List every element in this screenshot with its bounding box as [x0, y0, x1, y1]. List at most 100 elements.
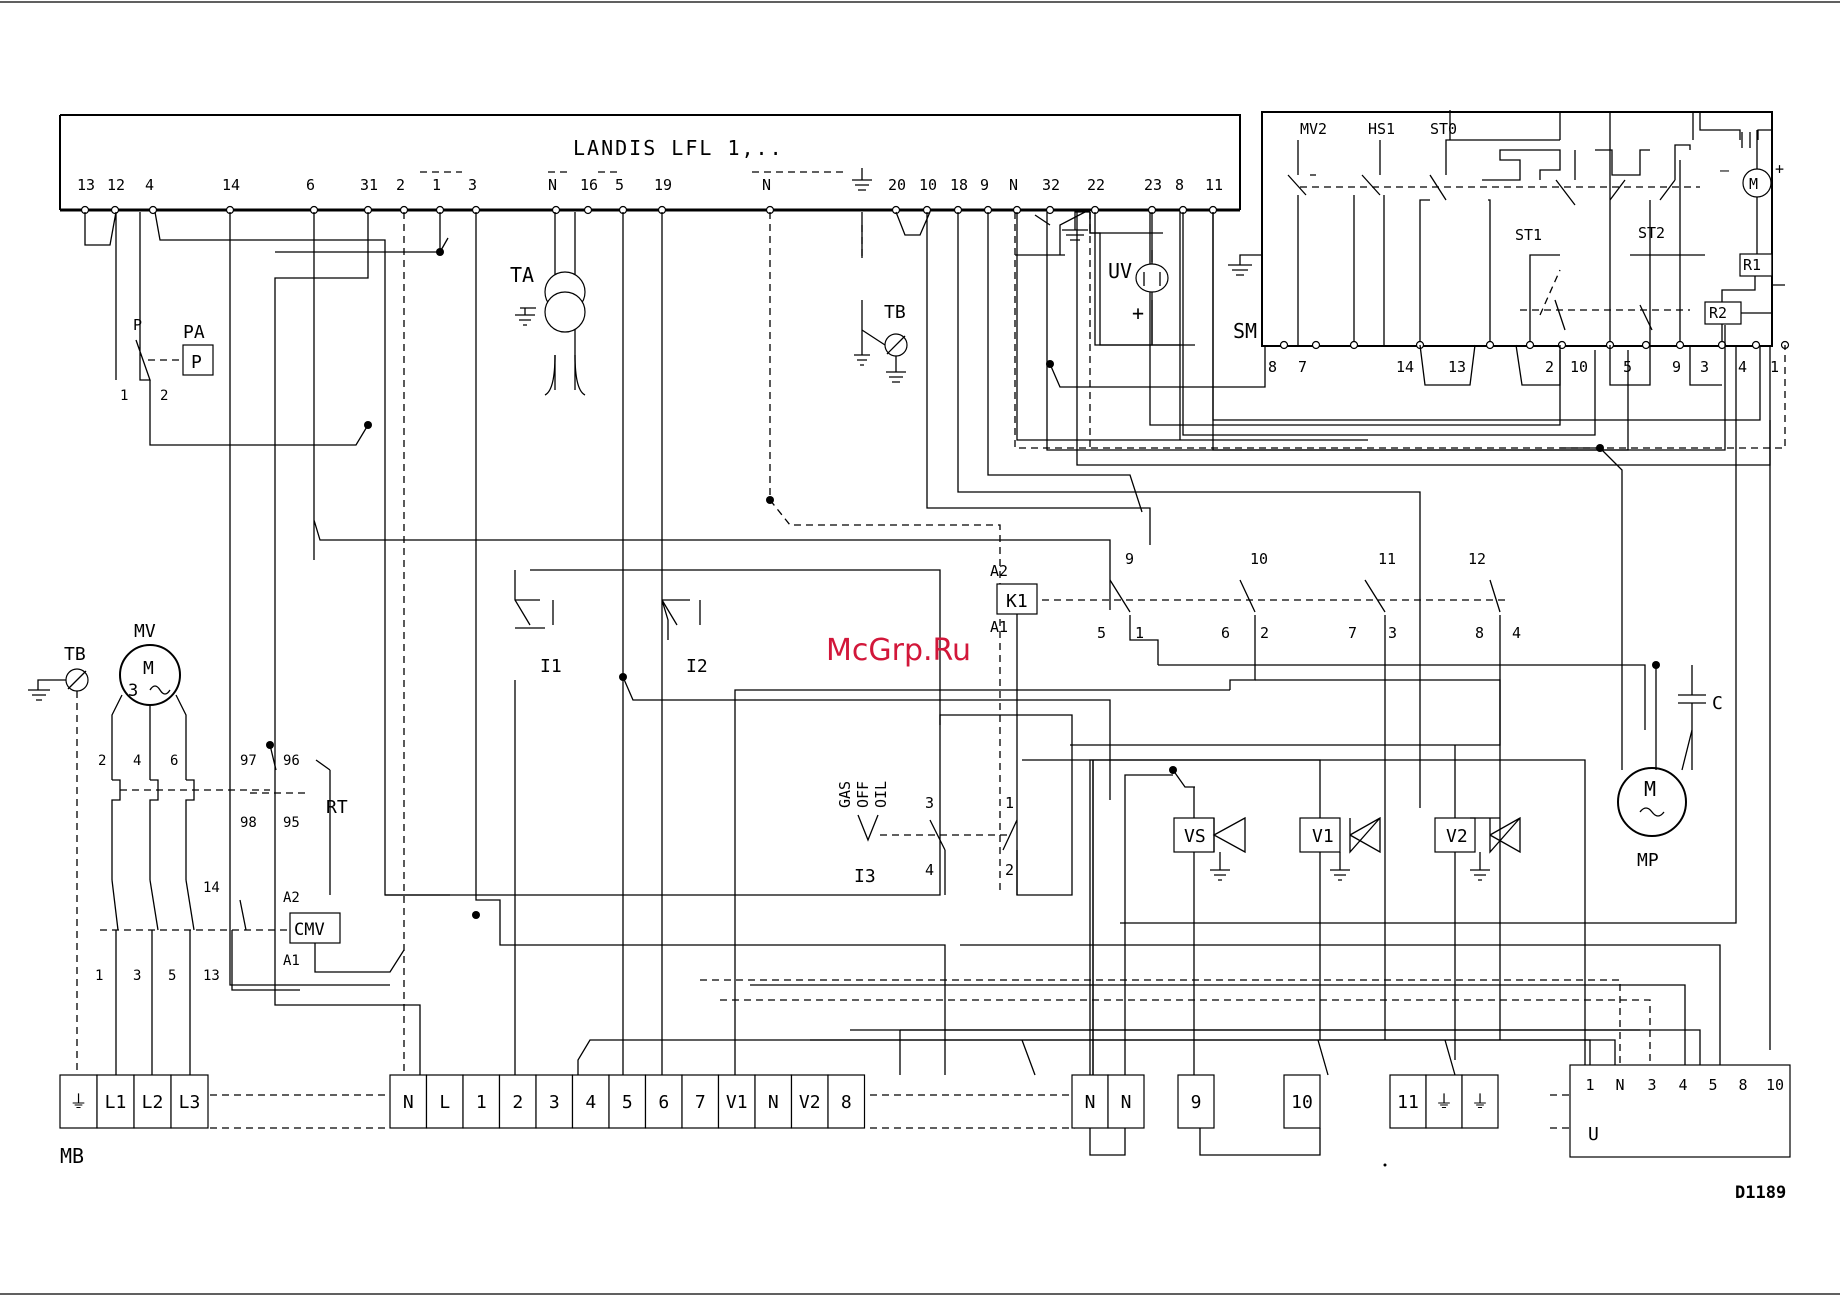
sm-label-st1: ST1 — [1515, 226, 1542, 244]
right-terminal-label: ⏚ — [1471, 1092, 1489, 1113]
right-terminal-label: N — [1121, 1092, 1132, 1113]
controller-ground-icon — [852, 168, 872, 191]
u-terminal-label: 1 — [1585, 1076, 1594, 1094]
sm-terminal — [1525, 340, 1535, 350]
main-terminal — [535, 1074, 574, 1129]
k1-6: 6 — [1221, 624, 1230, 642]
mv-term-6: 6 — [170, 753, 178, 769]
i2-label: I2 — [686, 656, 708, 677]
mb-label: MB — [60, 1144, 84, 1168]
mp-label: MP — [1637, 850, 1659, 871]
right-terminal — [1461, 1074, 1499, 1129]
right-terminal — [1177, 1074, 1215, 1129]
main-terminal — [571, 1074, 610, 1129]
mb-terminal — [96, 1074, 135, 1129]
controller-terminal-label: 23 — [1144, 176, 1162, 194]
i3-label: I3 — [854, 866, 876, 887]
right-terminal — [1283, 1074, 1321, 1129]
k1-1: 1 — [1135, 624, 1144, 642]
sm-terminals — [1279, 340, 1790, 350]
sm-terminal-label: 9 — [1672, 358, 1681, 376]
k1-4: 4 — [1512, 624, 1521, 642]
pa-term-1: 1 — [120, 388, 128, 404]
sm-motor-m: M — [1749, 175, 1758, 193]
k1-a1: A1 — [990, 618, 1008, 636]
sm-terminal — [1751, 340, 1761, 350]
main-terminal — [681, 1074, 720, 1129]
uv-label: UV — [1108, 259, 1132, 283]
controller-terminal-label: N — [762, 176, 771, 194]
sm-terminal-label: 3 — [1700, 358, 1709, 376]
right-terminal — [1071, 1074, 1109, 1129]
controller-terminal-label: 1 — [432, 176, 441, 194]
sm-terminal-label: 10 — [1570, 358, 1588, 376]
mb-terminal — [59, 1074, 98, 1129]
main-terminal-label: 2 — [512, 1092, 523, 1113]
i3-3: 3 — [925, 794, 934, 812]
sm-label-st2: ST2 — [1638, 224, 1665, 242]
main-terminal-label: V2 — [799, 1092, 821, 1113]
rt-97: 97 — [240, 753, 257, 769]
v1-label: V1 — [1312, 826, 1334, 847]
rt-98: 98 — [240, 815, 257, 831]
main-terminal-label: 6 — [658, 1092, 669, 1113]
drawing-id: D1189 — [1735, 1183, 1786, 1203]
sm-terminal — [1311, 340, 1321, 350]
k1-9: 9 — [1125, 550, 1134, 568]
u-terminal-label: 4 — [1678, 1076, 1687, 1094]
u-terminal-label: 3 — [1647, 1076, 1656, 1094]
sm-terminal — [1279, 340, 1289, 350]
controller-terminal-label: 3 — [468, 176, 477, 194]
main-terminal-label: 5 — [622, 1092, 633, 1113]
i3-2: 2 — [1005, 861, 1014, 879]
main-terminal-label: L — [439, 1092, 450, 1113]
mb-terminal — [170, 1074, 209, 1129]
rt-96: 96 — [283, 753, 300, 769]
main-terminal-label: 8 — [841, 1092, 852, 1113]
u-terminal-label: N — [1615, 1076, 1624, 1094]
mv-m: M — [143, 658, 154, 679]
controller-terminal-label: 31 — [360, 176, 378, 194]
main-terminal — [608, 1074, 647, 1129]
controller-terminal — [110, 205, 120, 215]
u-unit — [1569, 1064, 1791, 1158]
right-terminal-label: 9 — [1191, 1092, 1202, 1113]
pa-label: PA — [183, 322, 205, 343]
sm-terminal-label: 4 — [1738, 358, 1747, 376]
k-term-14: 14 — [203, 880, 220, 896]
mb-terminal-label: ⏚ — [70, 1092, 88, 1113]
mv-label: MV — [134, 621, 156, 642]
u-terminal-label: 5 — [1708, 1076, 1717, 1094]
main-terminal — [754, 1074, 793, 1129]
mb-terminal-label: L2 — [142, 1092, 164, 1113]
mp-m: M — [1644, 777, 1656, 801]
i3-gas: GAS — [836, 781, 854, 808]
k1-5: 5 — [1097, 624, 1106, 642]
k1-3: 3 — [1388, 624, 1397, 642]
main-terminal-label: 3 — [549, 1092, 560, 1113]
sm-terminal — [1485, 340, 1495, 350]
k1-12: 12 — [1468, 550, 1486, 568]
k1-7: 7 — [1348, 624, 1357, 642]
controller-terminal-label: 10 — [919, 176, 937, 194]
controller-terminal-label: 16 — [580, 176, 598, 194]
controller-terminal — [583, 205, 593, 215]
watermark: McGrp.Ru — [826, 633, 971, 668]
sm-terminal-label: 14 — [1396, 358, 1414, 376]
mb-terminal-label: L3 — [179, 1092, 201, 1113]
controller-terminal-label: 20 — [888, 176, 906, 194]
sm-terminal-label: 2 — [1545, 358, 1554, 376]
vs-label: VS — [1184, 826, 1206, 847]
controller-terminal-label: 4 — [145, 176, 154, 194]
controller-terminal-label: N — [1009, 176, 1018, 194]
controller-terminal-label: 12 — [107, 176, 125, 194]
u-terminal-label: 8 — [1738, 1076, 1747, 1094]
main-terminal — [389, 1074, 428, 1129]
right-terminal-label: 10 — [1291, 1092, 1313, 1113]
